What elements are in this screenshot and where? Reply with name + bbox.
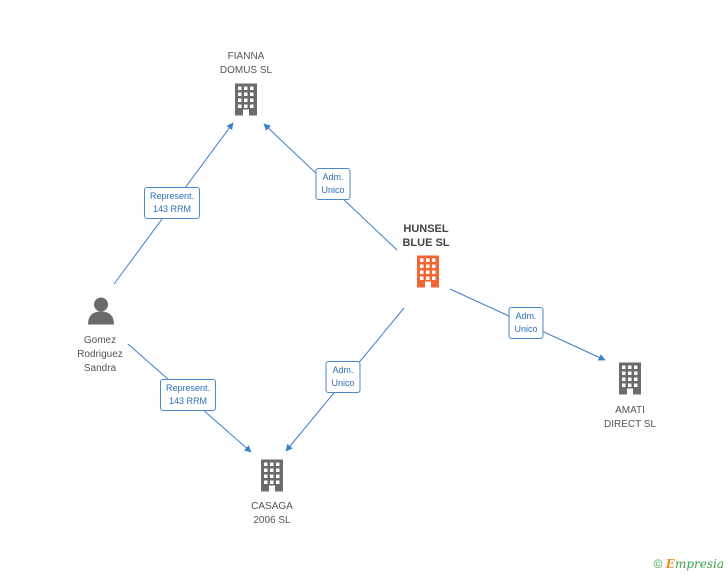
person-icon[interactable] xyxy=(86,296,116,331)
building-icon[interactable] xyxy=(415,255,441,294)
building-icon[interactable] xyxy=(233,83,259,122)
node-label-hunsel[interactable]: HUNSEL BLUE SL xyxy=(402,223,450,249)
copyright-symbol: © xyxy=(653,557,663,571)
brand-name: Empresia xyxy=(665,557,724,571)
edge-label-hunsel-casaga[interactable]: Adm. Unico xyxy=(325,361,361,393)
edge-label-gomez-casaga[interactable]: Represent. 143 RRM xyxy=(159,379,217,411)
edge-label-hunsel-fianna[interactable]: Adm. Unico xyxy=(315,168,351,200)
node-label-fianna[interactable]: FIANNA DOMUS SL xyxy=(219,51,273,76)
node-label-gomez[interactable]: Gomez Rodriguez Sandra xyxy=(77,335,123,374)
edge-label-hunsel-amati[interactable]: Adm. Unico xyxy=(508,307,544,339)
footer-brand: © Empresia xyxy=(654,557,724,571)
building-icon[interactable] xyxy=(259,459,285,498)
node-label-amati[interactable]: AMATI DIRECT SL xyxy=(603,405,657,430)
building-icon[interactable] xyxy=(617,362,643,401)
node-label-casaga[interactable]: CASAGA 2006 SL xyxy=(251,501,293,526)
edge-label-gomez-fianna[interactable]: Represent. 143 RRM xyxy=(143,187,201,219)
